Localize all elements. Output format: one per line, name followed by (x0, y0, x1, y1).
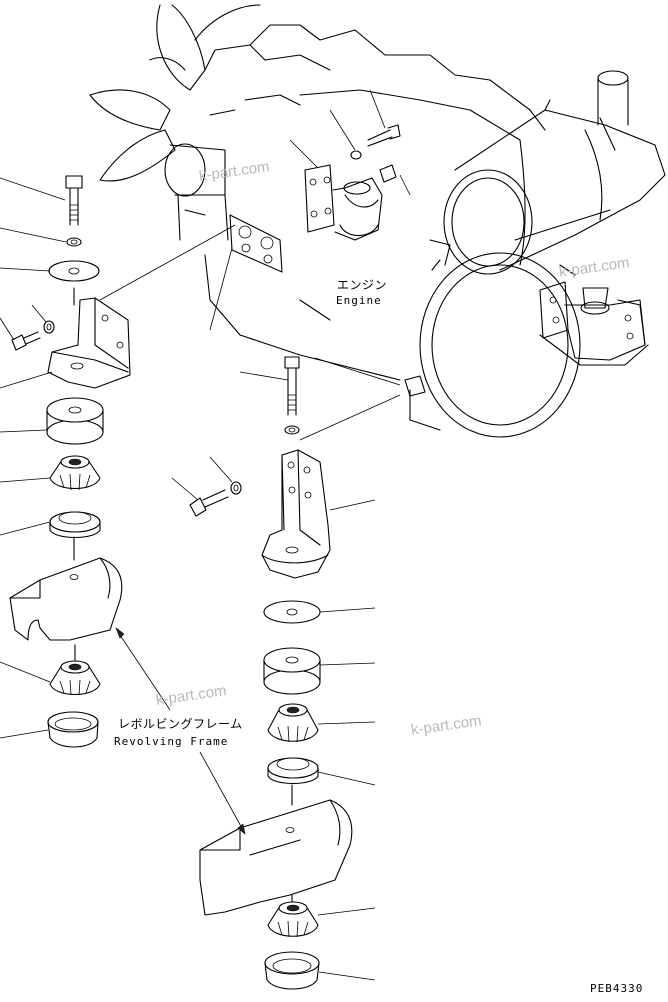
leader-lines (0, 89, 411, 981)
drawing-code: PEB4330 (590, 982, 644, 995)
engine-label-jp: エンジン (337, 278, 388, 292)
frame-label-en: Revolving Frame (114, 735, 229, 748)
engine-outline (89, 4, 666, 438)
engine-label-en: Engine (336, 294, 382, 307)
assembly-lines (99, 224, 401, 441)
center-mount-stack (189, 356, 353, 990)
frame-label-jp: レボルビングフレーム (118, 717, 243, 731)
left-mount-stack (9, 175, 131, 748)
